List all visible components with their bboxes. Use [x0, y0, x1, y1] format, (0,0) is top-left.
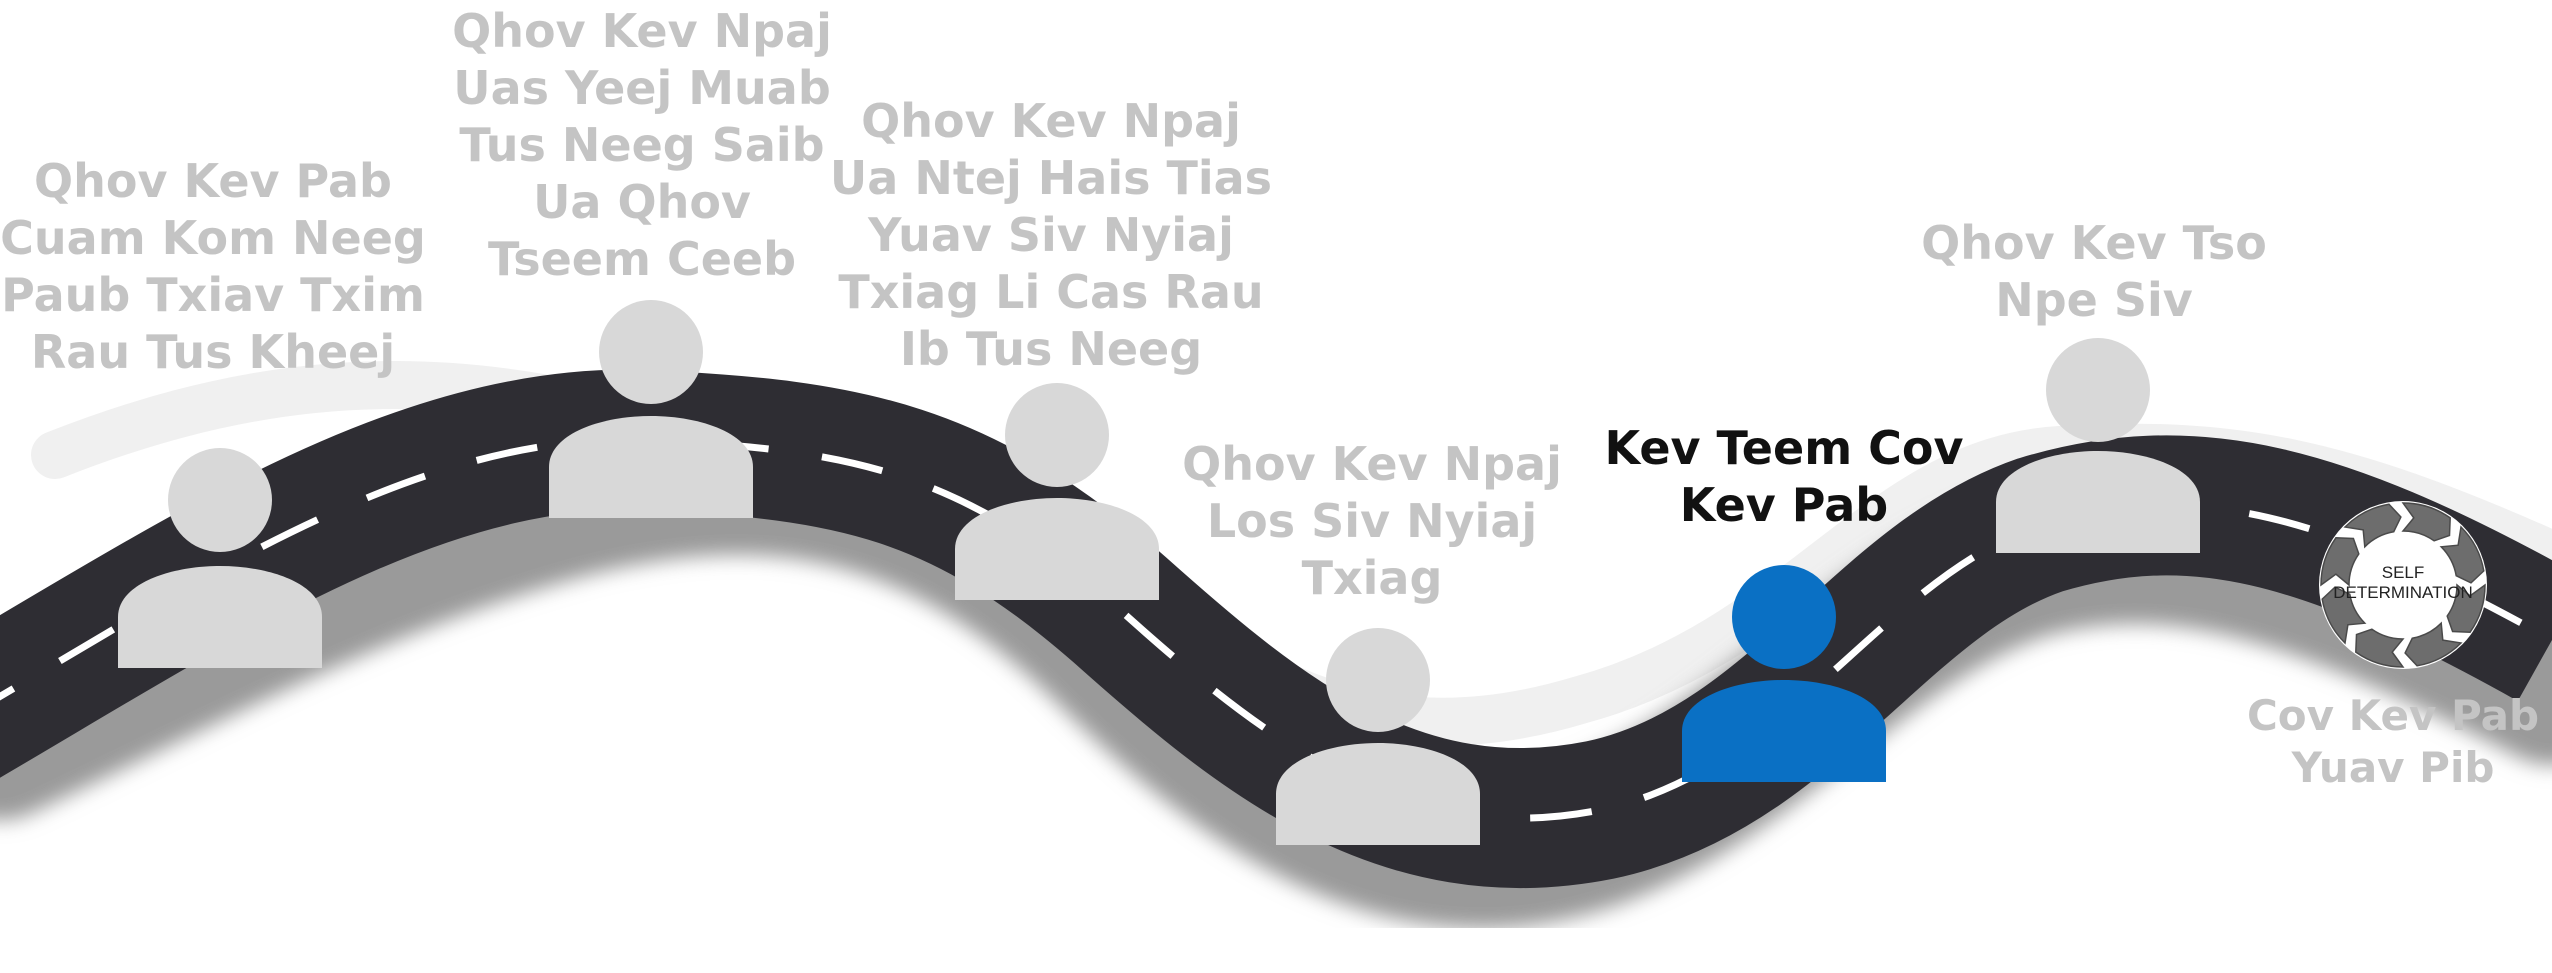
step-label: Qhov Kev Npaj Los Siv Nyiaj Txiag [1182, 436, 1562, 607]
step-label-line: Cuam Kom Neeg [0, 210, 426, 267]
destination-label: Cov Kev Pab Yuav Pib [2247, 690, 2539, 794]
step-label-line: Rau Tus Kheej [0, 324, 426, 381]
step-label: Qhov Kev Pab Cuam Kom Neeg Paub Txiav Tx… [0, 153, 426, 381]
step-label-line: Tseem Ceeb [452, 231, 832, 288]
circular-arrows-icon: SELF DETERMINATION [2319, 501, 2487, 669]
step-label: Qhov Kev Npaj Ua Ntej Hais Tias Yuav Siv… [830, 93, 1272, 378]
step-label-line: Npe Siv [1921, 272, 2267, 329]
step-label-line: Paub Txiav Txim [0, 267, 426, 324]
destination-label-line: Cov Kev Pab [2247, 690, 2539, 742]
step-label-line: Yuav Siv Nyiaj [830, 207, 1272, 264]
step-label-line: Ua Ntej Hais Tias [830, 150, 1272, 207]
step-label-line: Qhov Kev Pab [0, 153, 426, 210]
step-label-line: Los Siv Nyiaj [1182, 493, 1562, 550]
step-label-line: Qhov Kev Npaj [1182, 436, 1562, 493]
badge-text-line2: DETERMINATION [2333, 583, 2472, 602]
step-label: Qhov Kev Npaj Uas Yeej Muab Tus Neeg Sai… [452, 3, 832, 288]
step-label-line: Uas Yeej Muab [452, 60, 832, 117]
step-label-active: Kev Teem Cov Kev Pab [1605, 420, 1964, 534]
step-label-line: Kev Teem Cov [1605, 420, 1964, 477]
step-label-line: Qhov Kev Npaj [452, 3, 832, 60]
destination-label-line: Yuav Pib [2247, 742, 2539, 794]
step-label-line: Txiag Li Cas Rau [830, 264, 1272, 321]
badge-text-line1: SELF [2382, 563, 2425, 582]
step-label: Qhov Kev Tso Npe Siv [1921, 215, 2267, 329]
step-label-line: Ib Tus Neeg [830, 321, 1272, 378]
step-label-line: Txiag [1182, 550, 1562, 607]
step-label-line: Tus Neeg Saib [452, 117, 832, 174]
step-label-line: Qhov Kev Npaj [830, 93, 1272, 150]
step-label-line: Ua Qhov [452, 174, 832, 231]
step-label-line: Qhov Kev Tso [1921, 215, 2267, 272]
step-label-line: Kev Pab [1605, 477, 1964, 534]
